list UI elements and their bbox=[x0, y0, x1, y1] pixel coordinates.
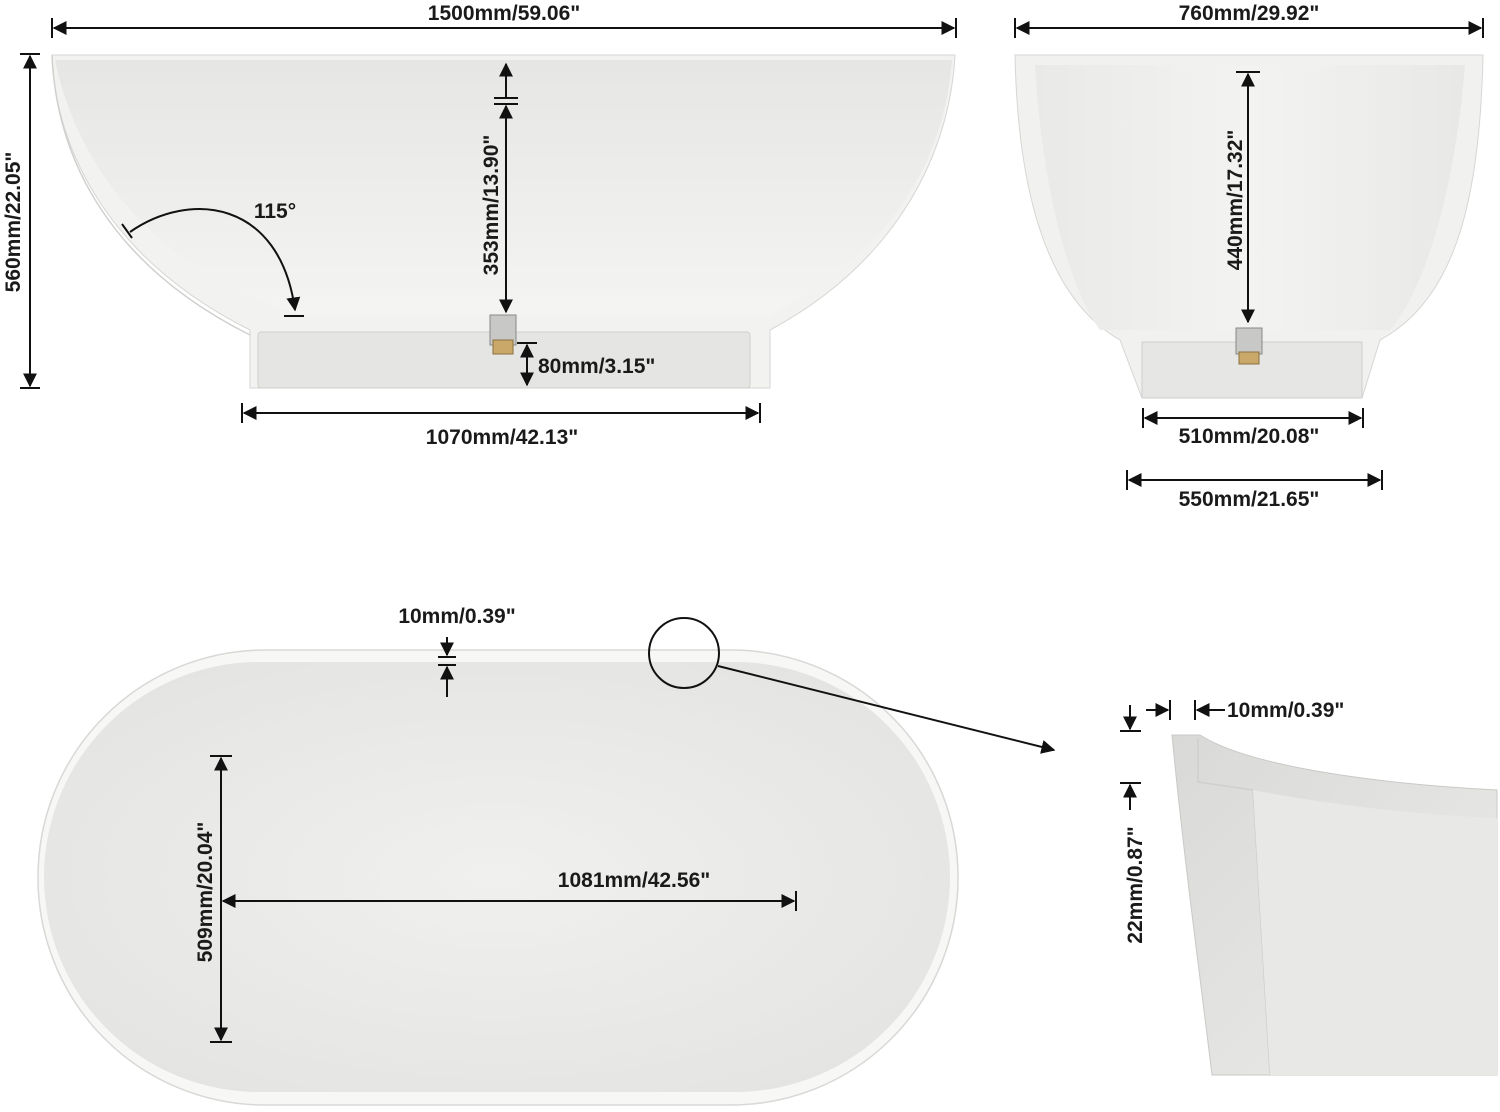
front-depth-label: 353mm/13.90" bbox=[480, 135, 503, 276]
detail-view: 10mm/0.39" 22mm/0.87" bbox=[1120, 699, 1498, 1076]
front-angle-label: 115° bbox=[254, 200, 296, 223]
top-tub-inner bbox=[44, 662, 950, 1092]
side-drain bbox=[1235, 327, 1263, 365]
front-drain bbox=[489, 314, 517, 355]
front-height-label: 560mm/22.05" bbox=[2, 152, 25, 293]
front-angle-arc bbox=[129, 208, 301, 312]
top-inner-length-label: 1081mm/42.56" bbox=[558, 869, 710, 892]
front-length-label: 1500mm/59.06" bbox=[428, 2, 580, 25]
detail-callout-pointer bbox=[717, 665, 1056, 754]
side-base-outer-label: 550mm/21.65" bbox=[1179, 488, 1320, 511]
front-base-height-label: 80mm/3.15" bbox=[538, 355, 655, 378]
side-base-inner-label: 510mm/20.08" bbox=[1179, 425, 1320, 448]
side-tub-inner bbox=[1035, 65, 1465, 330]
top-rim-label: 10mm/0.39" bbox=[398, 605, 515, 628]
side-width-label: 760mm/29.92" bbox=[1179, 2, 1320, 25]
top-inner-width-label: 509mm/20.04" bbox=[194, 822, 217, 963]
detail-wall-label: 10mm/0.39" bbox=[1227, 699, 1344, 722]
top-view: 10mm/0.39" 509mm/20.04" 1081mm/42.56" bbox=[37, 605, 1056, 1106]
front-base-length-label: 1070mm/42.13" bbox=[426, 426, 578, 449]
detail-rim-label: 22mm/0.87" bbox=[1124, 826, 1147, 943]
front-view: 1500mm/59.06" 560mm/22.05" 353mm/13.90" … bbox=[2, 2, 957, 449]
side-view: 760mm/29.92" 440mm/17.32" 510mm/20.08" 5… bbox=[1014, 2, 1484, 511]
detail-callout-circle bbox=[648, 617, 720, 689]
side-depth-label: 440mm/17.32" bbox=[1224, 130, 1247, 271]
